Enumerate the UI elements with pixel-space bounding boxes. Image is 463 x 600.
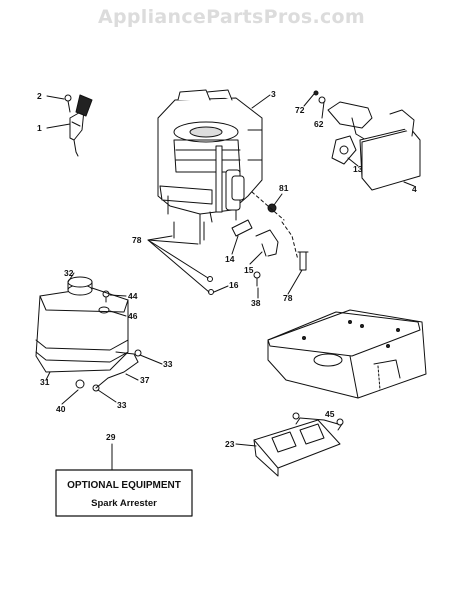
callout-78-right: 78 bbox=[283, 293, 293, 303]
callout-16: 16 bbox=[229, 280, 239, 290]
fuel-tank bbox=[35, 276, 129, 373]
callout-78-left: 78 bbox=[132, 235, 142, 245]
muffler-assembly bbox=[313, 90, 421, 191]
callout-37: 37 bbox=[140, 375, 150, 385]
callout-62: 62 bbox=[314, 119, 324, 129]
callout-13: 13 bbox=[353, 164, 363, 174]
callout-46: 46 bbox=[128, 311, 138, 321]
callout-29: 29 bbox=[106, 432, 116, 442]
fuel-line bbox=[75, 290, 142, 392]
spark-arrester-label: Spark Arrester bbox=[91, 498, 157, 509]
callout-31: 31 bbox=[40, 377, 50, 387]
engine bbox=[157, 89, 263, 227]
heat-shield bbox=[253, 412, 344, 477]
callout-44: 44 bbox=[128, 291, 138, 301]
callout-38: 38 bbox=[251, 298, 261, 308]
callout-40: 40 bbox=[56, 404, 66, 414]
callout-4: 4 bbox=[412, 184, 417, 194]
callout-45: 45 bbox=[325, 409, 335, 419]
optional-equipment-box bbox=[55, 469, 193, 517]
callout-33-lower: 33 bbox=[117, 400, 127, 410]
callout-labels: 1 2 3 4 13 14 15 16 23 29 31 32 33 33 37… bbox=[37, 89, 417, 449]
mounting-plate bbox=[267, 309, 427, 399]
callout-33-upper: 33 bbox=[163, 359, 173, 369]
callout-15: 15 bbox=[244, 265, 254, 275]
callout-81: 81 bbox=[279, 183, 289, 193]
callout-14: 14 bbox=[225, 254, 235, 264]
throttle-control bbox=[64, 94, 93, 157]
optional-equipment-title: OPTIONAL EQUIPMENT bbox=[67, 480, 181, 491]
leader-lines bbox=[45, 93, 415, 471]
callout-23: 23 bbox=[225, 439, 235, 449]
callout-72: 72 bbox=[295, 105, 305, 115]
callout-2: 2 bbox=[37, 91, 42, 101]
callout-3: 3 bbox=[271, 89, 276, 99]
callout-1: 1 bbox=[37, 123, 42, 133]
engine-hardware bbox=[173, 191, 309, 295]
watermark: AppliancePartsPros.com bbox=[97, 6, 365, 28]
callout-32: 32 bbox=[64, 268, 74, 278]
